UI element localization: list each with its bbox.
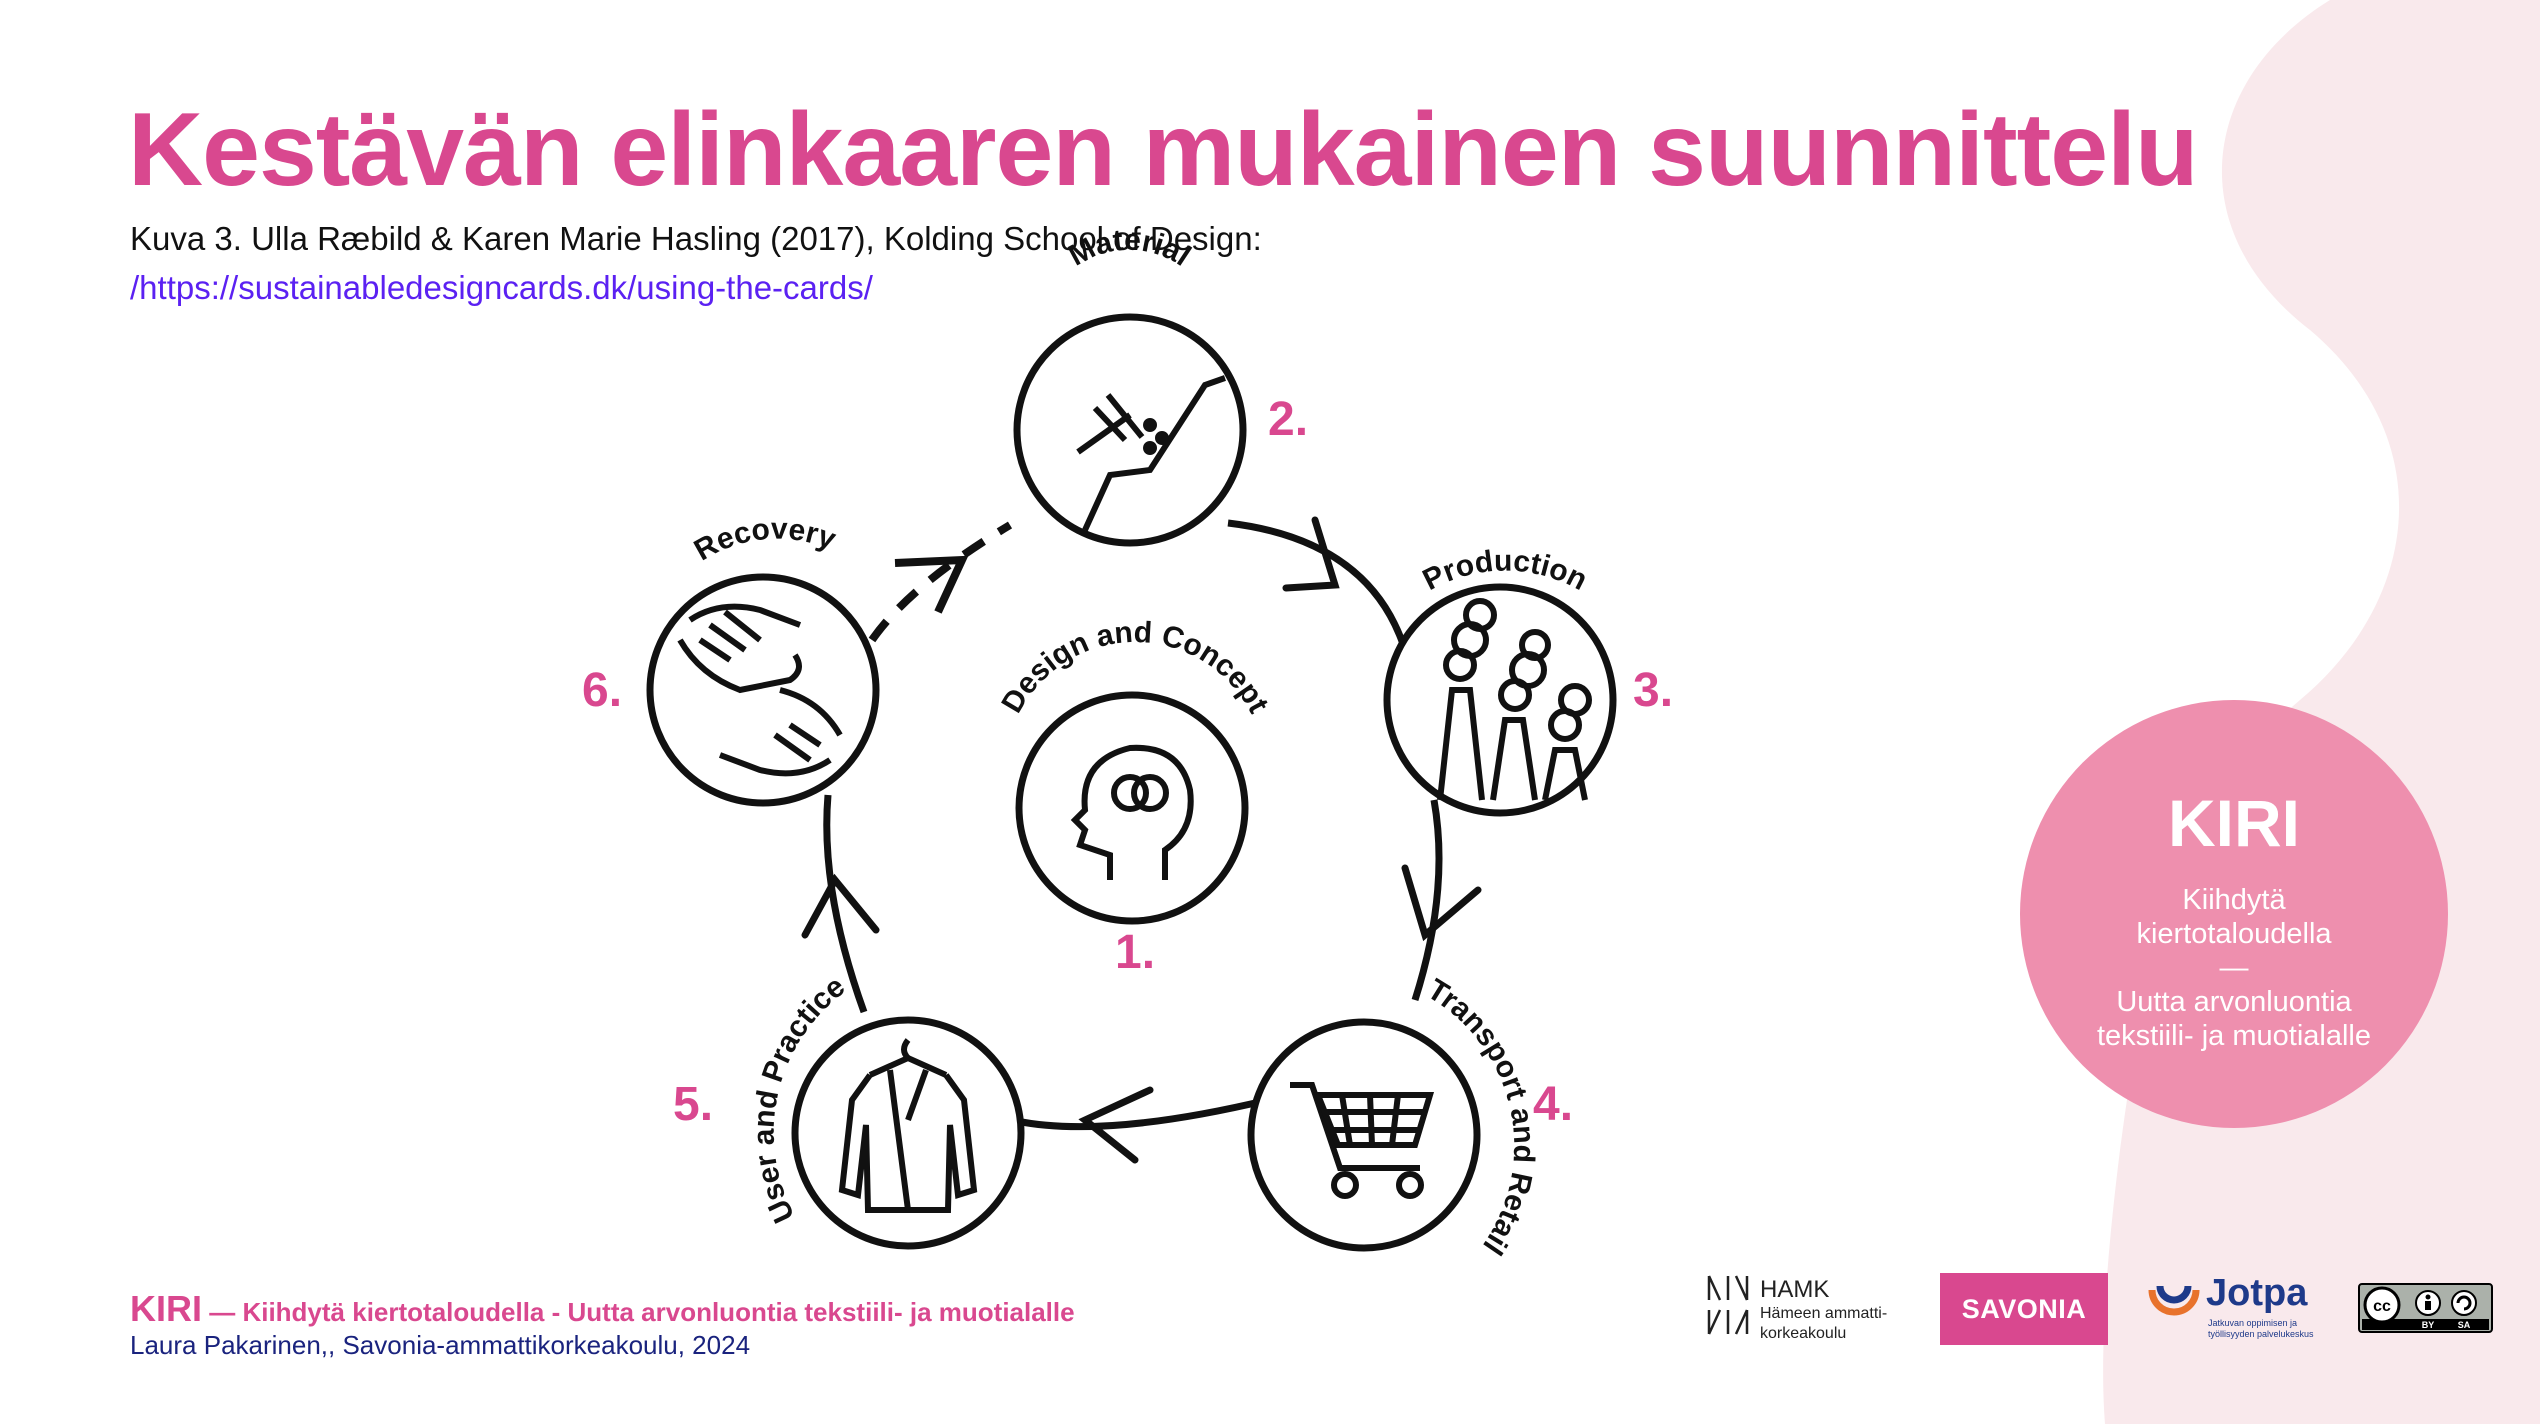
stage-number-4: 4. [1533, 1078, 1573, 1131]
stage-number-2: 2. [1268, 393, 1308, 446]
kiri-badge: KIRI Kiihdytä kiertotaloudella — Uutta a… [2020, 700, 2448, 1128]
hamk-mark-icon [1707, 1275, 1749, 1335]
stage-number-3: 3. [1633, 664, 1673, 717]
footer-brand: KIRI [130, 1288, 202, 1329]
handshake-icon [677, 603, 843, 777]
savonia-logo: SAVONIA [1940, 1273, 2108, 1345]
hamk-name: HAMK [1760, 1276, 1830, 1303]
hamk-sub-2: korkeakoulu [1760, 1325, 1847, 1342]
kiri-line-1: Kiihdytä [2182, 884, 2286, 916]
page-title: Kestävän elinkaaren mukainen suunnittelu [128, 92, 2199, 208]
shopping-cart-icon [1290, 1082, 1435, 1199]
mining-pick-icon [1076, 375, 1226, 532]
svg-text:BY: BY [2422, 1320, 2435, 1330]
svg-text:cc: cc [2373, 1298, 2391, 1315]
caption-text: Kuva 3. Ulla Ræbild & Karen Marie Haslin… [130, 220, 1262, 257]
kiri-line-4: Uutta arvonluontia [2116, 986, 2352, 1018]
caption-link[interactable]: /https://sustainabledesigncards.dk/using… [130, 269, 873, 306]
stage-circles [646, 313, 1617, 1252]
cycle-arrowheads [801, 516, 1482, 1164]
jotpa-logo: Jotpa Jatkuvan oppimisen ja työllisyyden… [2148, 1272, 2323, 1344]
stage-number-1: 1. [1115, 926, 1155, 979]
hamk-logo: HAMK Hämeen ammatti- korkeakoulu [1706, 1272, 1906, 1342]
stage-label-recovery: Recovery [689, 513, 841, 568]
hamk-sub-1: Hämeen ammatti- [1760, 1305, 1888, 1322]
kiri-line-5: tekstiili- ja muotialalle [2097, 1020, 2371, 1052]
cycle-ring [823, 519, 1443, 1131]
footer-author: Laura Pakarinen,, Savonia-ammattikorkeak… [130, 1330, 751, 1360]
jotpa-mark-icon [2148, 1285, 2200, 1316]
stage-label-material: Material [1063, 224, 1196, 273]
figure-caption: Kuva 3. Ulla Ræbild & Karen Marie Haslin… [130, 214, 1470, 312]
coat-hanger-icon [838, 1038, 978, 1213]
factory-smoke-icon [1437, 598, 1592, 801]
footer-tagline: — Kiihdytä kiertotaloudella - Uutta arvo… [202, 1297, 1075, 1327]
kiri-line-3: — [2219, 952, 2249, 984]
jotpa-name: Jotpa [2206, 1272, 2308, 1314]
kiri-title: KIRI [2168, 786, 2300, 860]
svg-text:SA: SA [2458, 1320, 2471, 1330]
cc-license-icon: cc BY SA [2358, 1283, 2493, 1333]
recovery-dashed-arrow [868, 521, 1013, 643]
jotpa-sub: Jatkuvan oppimisen ja työllisyyden palve… [2208, 1318, 2314, 1339]
footer-project: KIRI — Kiihdytä kiertotaloudella - Uutta… [130, 1288, 1075, 1330]
head-gears-icon [1070, 744, 1194, 880]
dashed-arrow-head [894, 555, 969, 614]
stage-number-5: 5. [673, 1078, 713, 1131]
kiri-line-2: kiertotaloudella [2136, 918, 2332, 950]
stage-number-6: 6. [582, 664, 622, 717]
